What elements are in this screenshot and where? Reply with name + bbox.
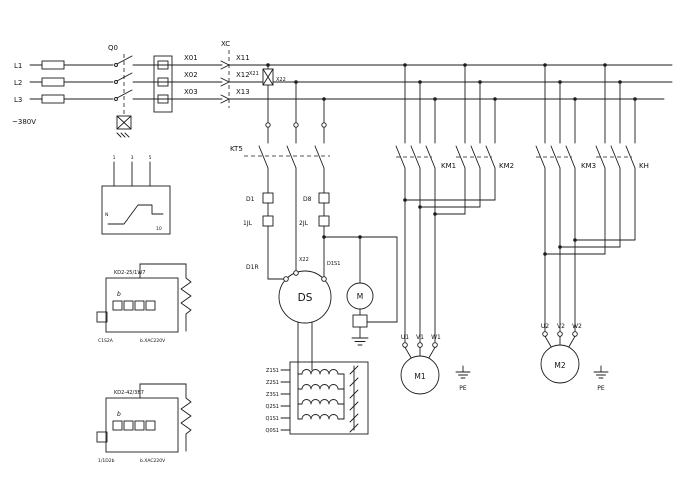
relay2-bottom-left: C1S2A (98, 338, 114, 344)
label-x02: X02 (184, 71, 198, 79)
label-z1s1: Z1S1 (266, 368, 279, 374)
label-km3: KM3 (581, 162, 596, 170)
label-q2s1: Q2S1 (266, 404, 279, 410)
label-d1: D1 (246, 196, 255, 203)
contactor-km3: KM3 (535, 63, 596, 332)
relay3-bottom-left: 1/1D2b (98, 458, 115, 464)
relay-box-2: KD2-25/1W7 b C1S2A b.XAC220V (96, 263, 192, 344)
label-x01: X01 (184, 54, 198, 62)
trip-unit-box (116, 115, 132, 130)
label-pe1: PE (459, 385, 467, 392)
curve-box: 1 3 5 N 10 (101, 155, 171, 235)
contactor-kh: KH (543, 63, 649, 256)
label-u1: U1 (401, 334, 409, 341)
label-2jl: 2JL (299, 220, 309, 227)
label-km1: KM1 (441, 162, 456, 170)
relay2-title: KD2-25/1W7 (114, 270, 145, 276)
brush-block (352, 314, 368, 328)
label-q1s1: Q1S1 (266, 416, 279, 422)
relay-box-3: KD2-42/3B7 b 1/1D2b b.XAC220V (96, 383, 192, 464)
relay3-b: b (117, 411, 121, 418)
label-d1r: D1R (246, 264, 259, 271)
label-z3s1: Z3S1 (266, 392, 279, 398)
label-q0: Q0 (108, 44, 118, 52)
pe-ground-1: PE (455, 365, 471, 392)
label-x12: X12 (236, 71, 250, 79)
m1-motor-circle (400, 355, 440, 395)
curve-box-lead-3: 5 (149, 155, 152, 161)
label-m1: M1 (414, 372, 425, 381)
label-w1: W1 (431, 334, 441, 341)
terminal-strip-x0: X01 X02 X03 (184, 54, 198, 96)
label-v2: V2 (557, 323, 565, 330)
pe-ground-2: PE (593, 365, 609, 392)
label-l2: L2 (14, 79, 22, 87)
breaker-q0: Q0 (108, 44, 133, 138)
ds-machine-circle (278, 270, 332, 324)
terminal-strip-x1: X11 X12 X13 (236, 54, 250, 96)
label-u2: U2 (541, 323, 549, 330)
relay2-bottom-right: b.XAC220V (140, 338, 166, 344)
motor-m1: U1 V1 W1 M1 PE (400, 334, 471, 395)
timer-kt5: KT5 (230, 80, 330, 273)
label-d1s1: D1S1 (327, 261, 340, 267)
exciter-ds: D1R X22 D1S1 DS (246, 257, 340, 324)
label-km2: KM2 (499, 162, 514, 170)
relay3-bottom-right: b.XAC220V (140, 458, 166, 464)
relay3-title: KD2-42/3B7 (114, 390, 144, 396)
label-1jl: 1JL (243, 220, 253, 227)
label-kh: KH (639, 162, 649, 170)
label-z2s1: Z2S1 (266, 380, 279, 386)
label-v1: V1 (416, 334, 424, 341)
label-l1: L1 (14, 62, 22, 70)
label-xc: XC (221, 40, 230, 48)
label-voltage: ~380V (12, 118, 36, 126)
field-winding-block: Z1S1 Z2S1 Z3S1 Q2S1 Q1S1 Q0S1 (266, 321, 369, 435)
pilot-motor-m: M (346, 282, 374, 346)
label-m2: M2 (554, 361, 565, 370)
label-x03: X03 (184, 88, 198, 96)
label-l3: L3 (14, 96, 22, 104)
control-fuse-x2: X21 X22 (249, 63, 286, 144)
relay3-resistor (180, 383, 192, 452)
relay2-resistor (180, 263, 192, 332)
label-m: M (357, 292, 363, 301)
label-q0s1: Q0S1 (266, 428, 279, 434)
fuse-block (153, 55, 173, 113)
label-ds: DS (298, 292, 313, 304)
m2-motor-circle (540, 344, 580, 384)
connector-xc: XC (220, 40, 230, 108)
motor-m2: U2 V2 W2 M2 PE (540, 323, 609, 392)
label-x22: X22 (276, 77, 286, 83)
label-kt5: KT5 (230, 145, 243, 153)
relay2-b: b (117, 291, 121, 298)
label-x11: X11 (236, 54, 250, 62)
label-pe2: PE (597, 385, 605, 392)
bus-lines (29, 60, 673, 104)
label-x21: X21 (249, 71, 259, 77)
label-x22-ds: X22 (299, 257, 309, 263)
contactor-km2: KM2 (403, 63, 514, 216)
label-d8: D8 (303, 196, 312, 203)
power-input-labels: L1 L2 L3 ~380V (12, 62, 36, 126)
field-terminal-labels: Z1S1 Z2S1 Z3S1 Q2S1 Q1S1 Q0S1 (266, 368, 291, 434)
rectifier-branch: D1 1JL D8 2JL (243, 192, 398, 323)
curve-box-lead-1: 1 (113, 155, 116, 161)
curve-box-n: N (105, 212, 108, 218)
contactor-km1: KM1 (395, 63, 456, 343)
label-w2: W2 (572, 323, 582, 330)
curve-box-corner: 10 (156, 226, 162, 232)
curve-box-lead-2: 3 (131, 155, 134, 161)
label-x13: X13 (236, 88, 250, 96)
